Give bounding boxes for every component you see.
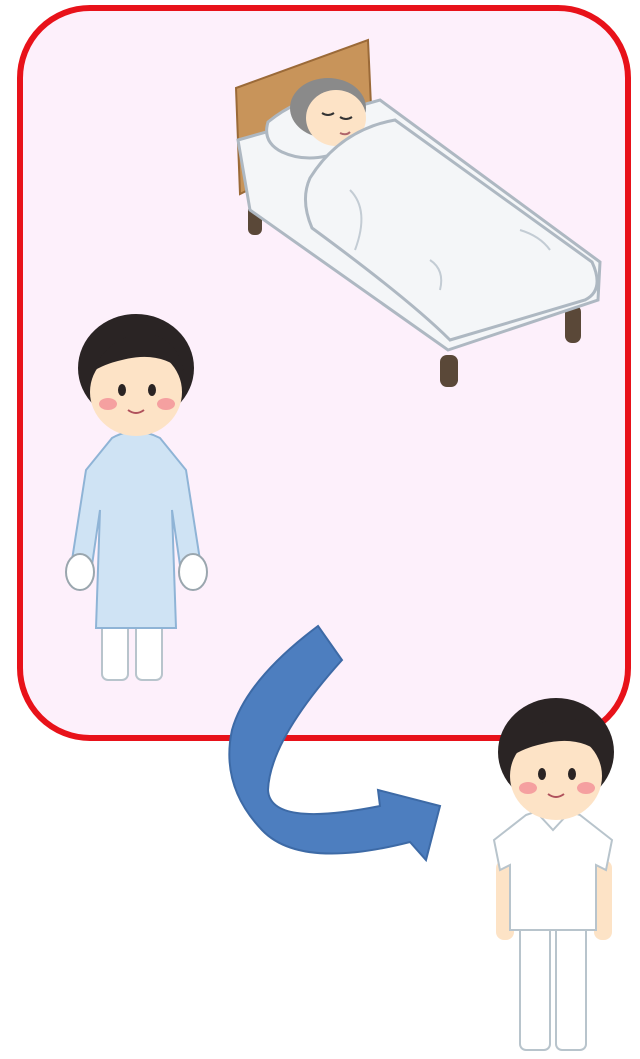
glove-left xyxy=(66,554,94,590)
nurse-uniform-tunic xyxy=(494,810,612,930)
bed-leg xyxy=(440,355,458,387)
glove-right xyxy=(179,554,207,590)
nurse-uniform xyxy=(494,698,614,1050)
